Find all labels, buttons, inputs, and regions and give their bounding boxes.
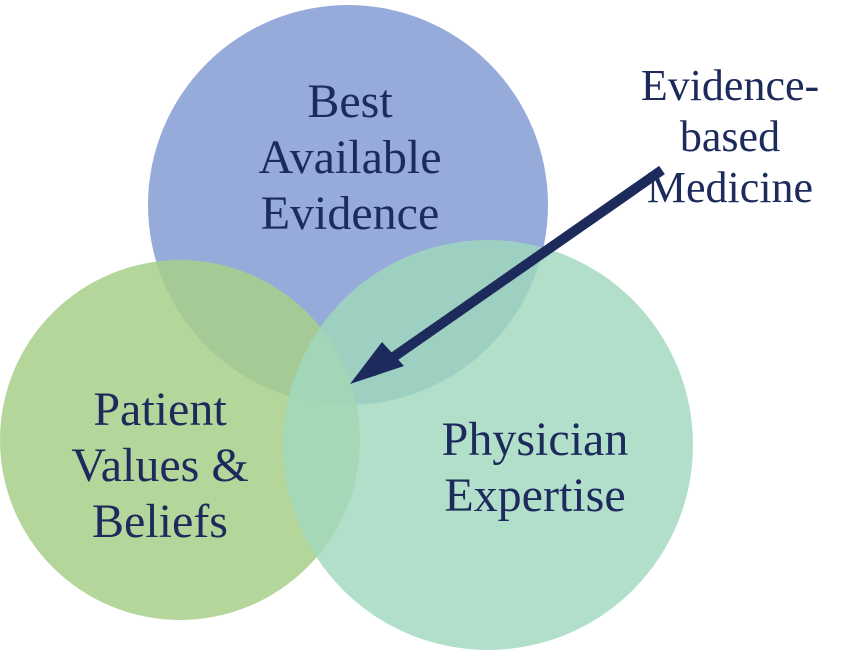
label-patient-values-beliefs: Patient Values & Beliefs <box>10 382 310 550</box>
label-line: Available <box>258 131 442 184</box>
label-line: based <box>679 112 781 161</box>
label-line: Evidence <box>260 187 440 240</box>
label-line: Beliefs <box>92 495 228 548</box>
circle-physician-expertise <box>283 240 693 650</box>
label-line: Medicine <box>646 163 814 212</box>
label-evidence-based-medicine: Evidence- based Medicine <box>610 60 850 213</box>
label-physician-expertise: Physician Expertise <box>385 412 685 524</box>
label-best-available-evidence: Best Available Evidence <box>200 74 500 242</box>
circle-patient-values-beliefs <box>0 260 360 620</box>
arrowhead-icon <box>350 342 404 384</box>
label-line: Best <box>307 75 393 128</box>
label-line: Values & <box>71 439 249 492</box>
label-line: Physician <box>441 413 629 466</box>
label-line: Patient <box>93 383 227 436</box>
label-line: Expertise <box>444 469 626 522</box>
label-line: Evidence- <box>640 61 820 110</box>
arrow-shaft <box>369 165 665 377</box>
